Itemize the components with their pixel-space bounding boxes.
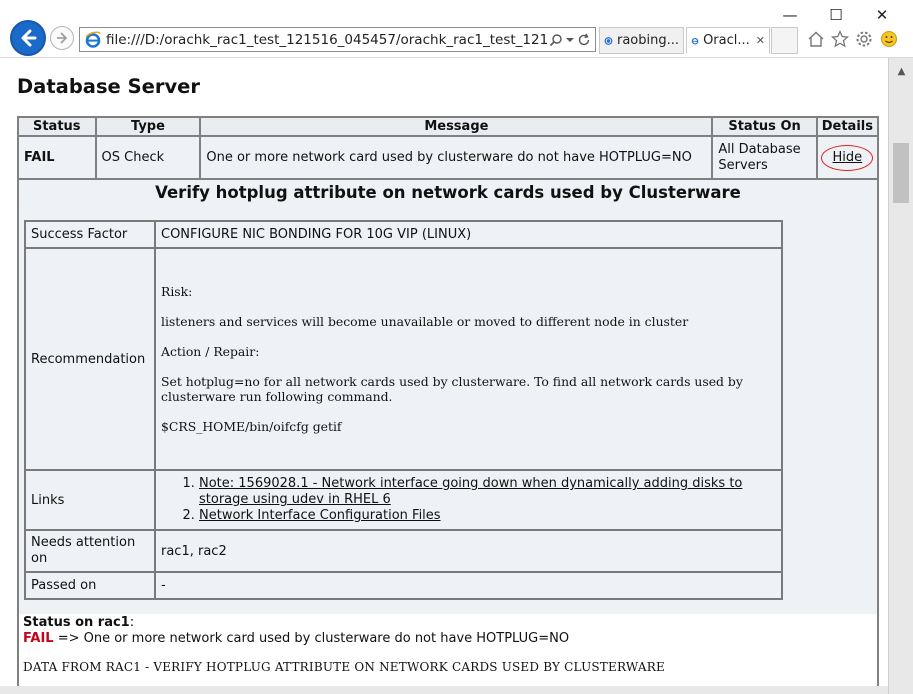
details-cell: Hide (815, 135, 880, 180)
header-status: Status (17, 116, 97, 137)
close-window-button[interactable]: ✕ (875, 6, 889, 24)
recommendation-label: Recommendation (24, 247, 156, 471)
tab-close-icon[interactable]: ✕ (755, 34, 765, 47)
page-viewport: Database Server Status Type Message Stat… (9, 58, 888, 686)
action-heading: Action / Repair: (161, 344, 260, 359)
tab-label: raobing... (616, 33, 679, 48)
window-bottom-border (0, 686, 888, 694)
favorites-star-icon[interactable] (829, 28, 851, 50)
table-header-row: Status Type Message Status On Details (17, 116, 880, 137)
links-value: Note: 1569028.1 - Network interface goin… (154, 469, 783, 531)
scrollbar-thumb[interactable] (893, 143, 909, 203)
recommendation-value: Risk: listeners and services will become… (154, 247, 783, 471)
status-heading-colon: : (129, 615, 135, 630)
results-table: Status Type Message Status On Details FA… (17, 116, 880, 180)
recommendation-row: Recommendation Risk: listeners and servi… (24, 247, 783, 471)
smiley-feedback-icon[interactable] (878, 28, 900, 50)
links-row: Links Note: 1569028.1 - Network interfac… (24, 469, 783, 531)
forward-arrow-icon (57, 32, 68, 44)
link-note-1569028[interactable]: Note: 1569028.1 - Network interface goin… (199, 476, 743, 507)
new-tab-button[interactable] (771, 27, 798, 54)
links-list: Note: 1569028.1 - Network interface goin… (161, 476, 776, 524)
check-detail-panel: Verify hotplug attribute on network card… (17, 180, 879, 686)
settings-gear-icon[interactable] (853, 28, 875, 50)
minimize-button[interactable]: — (782, 6, 798, 24)
status-heading: Status on rac1 (23, 615, 130, 630)
background-window-edge (0, 220, 9, 320)
passed-on-value: - (154, 571, 783, 600)
back-arrow-icon (21, 29, 37, 47)
tab-favicon-icon (604, 36, 613, 45)
vertical-scrollbar[interactable]: ▲ (888, 58, 913, 694)
status-badge: FAIL (17, 135, 97, 180)
header-type: Type (94, 116, 202, 137)
risk-heading: Risk: (161, 284, 193, 299)
status-heading-line: Status on rac1: (23, 615, 873, 631)
page-title: Database Server (17, 75, 201, 98)
needs-attention-label: Needs attention on (24, 529, 156, 573)
passed-on-label: Passed on (24, 571, 156, 600)
maximize-button[interactable]: ☐ (829, 6, 843, 24)
type-cell: OS Check (94, 135, 202, 180)
home-icon[interactable] (805, 28, 827, 50)
table-row: FAIL OS Check One or more network card u… (17, 135, 880, 180)
risk-text: listeners and services will become unava… (161, 314, 689, 329)
check-detail-table: Success Factor CONFIGURE NIC BONDING FOR… (24, 220, 783, 600)
ie-logo-icon (85, 31, 101, 48)
list-item: Network Interface Configuration Files (199, 508, 776, 524)
passed-on-row: Passed on - (24, 571, 783, 600)
check-detail-title: Verify hotplug attribute on network card… (155, 183, 741, 202)
browser-chrome: — ☐ ✕ file:///D:/orachk_rac1_test_121516… (0, 0, 913, 58)
ie-logo-icon (691, 37, 699, 45)
refresh-icon[interactable] (577, 33, 591, 47)
list-item: Note: 1569028.1 - Network interface goin… (199, 476, 776, 508)
forward-button[interactable] (50, 26, 74, 50)
highlight-oval (820, 145, 873, 171)
back-button[interactable] (10, 20, 46, 56)
needs-attention-value: rac1, rac2 (154, 529, 783, 573)
fail-text: => One or more network card used by clus… (53, 630, 570, 646)
message-cell: One or more network card used by cluster… (199, 135, 714, 180)
node-status-section: Status on rac1: FAIL => One or more netw… (19, 614, 877, 686)
header-details: Details (815, 116, 880, 137)
tab-raobing[interactable]: raobing... (599, 27, 684, 54)
search-icon[interactable] (549, 33, 563, 47)
action-text: Set hotplug=no for all network cards use… (161, 374, 743, 404)
header-status-on: Status On (711, 116, 818, 137)
status-on-cell: All Database Servers (711, 135, 818, 180)
header-message: Message (199, 116, 714, 137)
hide-details-link[interactable]: Hide (820, 145, 873, 171)
fail-label: FAIL (23, 630, 54, 646)
link-network-interface-config[interactable]: Network Interface Configuration Files (199, 508, 441, 523)
success-factor-row: Success Factor CONFIGURE NIC BONDING FOR… (24, 220, 783, 249)
links-label: Links (24, 469, 156, 531)
needs-attention-row: Needs attention on rac1, rac2 (24, 529, 783, 573)
scroll-up-arrow-icon[interactable]: ▲ (897, 65, 906, 77)
tab-label: Oracl... (703, 33, 750, 48)
success-factor-value: CONFIGURE NIC BONDING FOR 10G VIP (LINUX… (154, 220, 783, 249)
success-factor-label: Success Factor (24, 220, 156, 249)
address-url: file:///D:/orachk_rac1_test_121516_04545… (106, 31, 549, 48)
data-from-line: DATA FROM RAC1 - VERIFY HOTPLUG ATTRIBUT… (23, 660, 665, 674)
dropdown-icon[interactable] (565, 35, 575, 45)
tab-oracle[interactable]: Oracl... ✕ (686, 27, 770, 54)
address-bar[interactable]: file:///D:/orachk_rac1_test_121516_04545… (79, 27, 596, 52)
command-text: $CRS_HOME/bin/oifcfg getif (161, 419, 342, 434)
status-fail-line: FAIL => One or more network card used by… (23, 631, 873, 647)
